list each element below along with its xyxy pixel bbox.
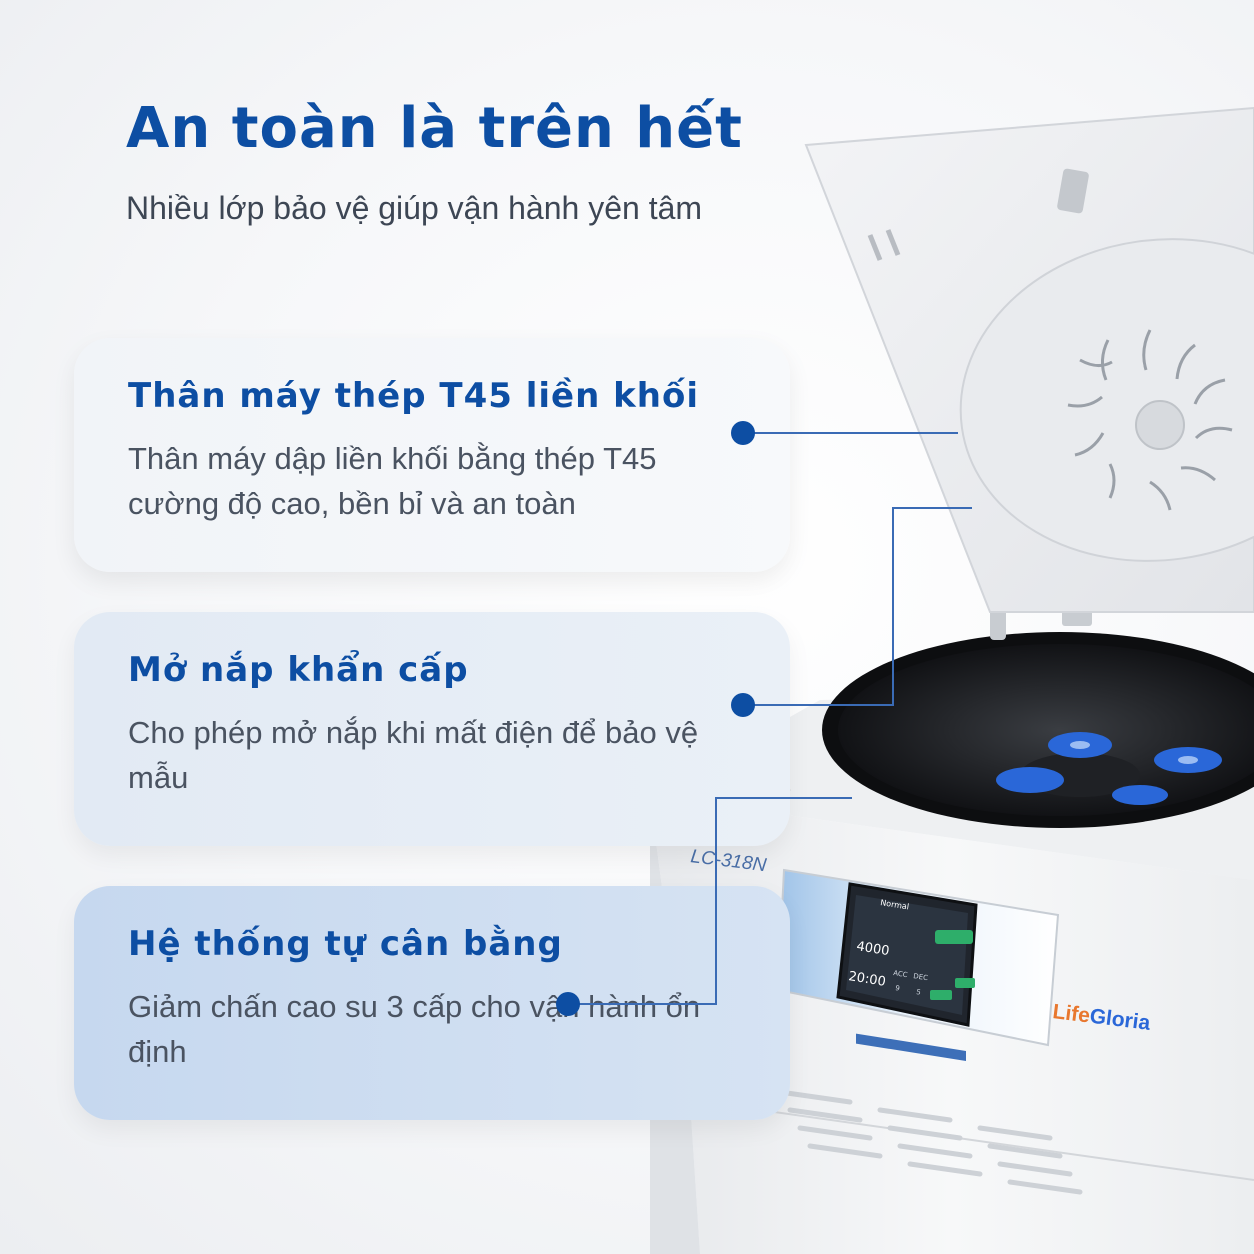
screen-time: 20:00 — [847, 969, 886, 990]
feature-title: Mở nắp khẩn cấp — [128, 650, 469, 690]
feature-card-emergency-lid: Mở nắp khẩn cấp Cho phép mở nắp khi mất … — [74, 612, 790, 846]
lid-vent-pattern — [1067, 329, 1233, 511]
screen-speed: 4000 — [855, 939, 890, 959]
feature-description: Cho phép mở nắp khi mất điện để bảo vệ m… — [128, 715, 699, 795]
page-title: An toàn là trên hết — [126, 96, 743, 161]
screen-mode: Normal — [880, 898, 910, 911]
feature-description: Thân máy dập liền khối bằng thép T45 cườ… — [128, 441, 657, 521]
body-vents — [777, 1089, 1083, 1195]
screen-dec-value: 5 — [916, 988, 922, 997]
screen-acc-value: 9 — [895, 984, 901, 993]
rotor — [996, 732, 1222, 805]
lid-hook — [1057, 168, 1089, 214]
page-subtitle: Nhiều lớp bảo vệ giúp vận hành yên tâm — [126, 190, 703, 226]
feature-title: Thân máy thép T45 liền khối — [128, 376, 699, 416]
screen-dec-label: DEC — [913, 972, 929, 982]
feature-title: Hệ thống tự cân bằng — [128, 924, 563, 964]
feature-card-steel-body: Thân máy thép T45 liền khối Thân máy dập… — [74, 338, 790, 572]
feature-card-self-balancing: Hệ thống tự cân bằng Giảm chấn cao su 3 … — [74, 886, 790, 1120]
feature-description: Giảm chấn cao su 3 cấp cho vận hành ổn đ… — [128, 989, 701, 1069]
brand-logo-life: Life — [1051, 1000, 1091, 1027]
screen-acc-label: ACC — [893, 969, 909, 979]
